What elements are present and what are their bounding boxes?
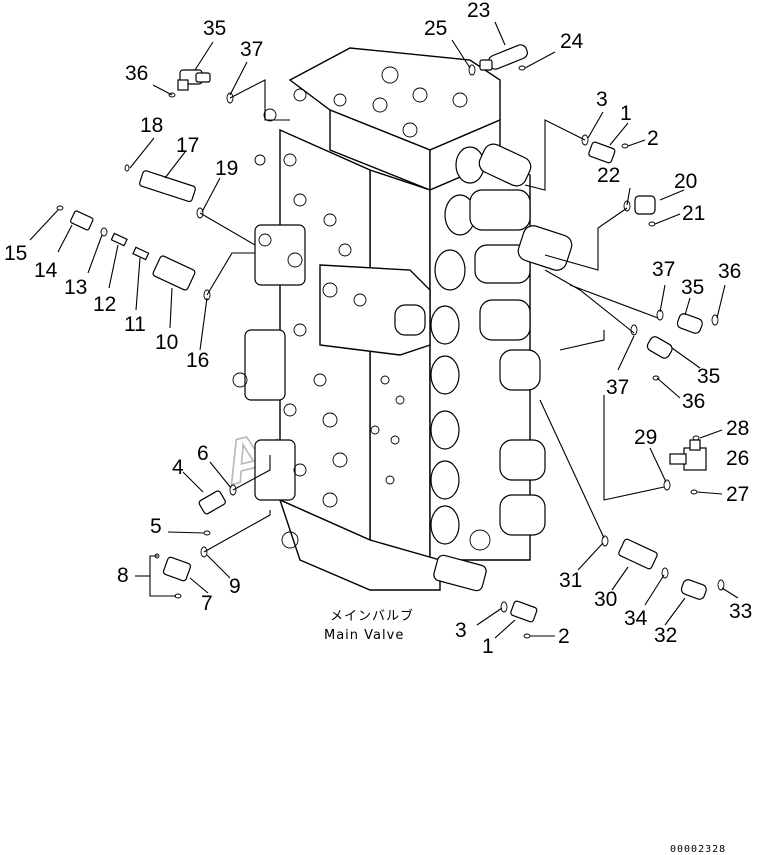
callout-18: 18 xyxy=(140,114,163,137)
callout-23: 23 xyxy=(467,0,490,22)
callout-10: 10 xyxy=(155,331,178,354)
callout-17: 17 xyxy=(176,134,199,157)
callout-20: 20 xyxy=(674,170,697,193)
callout-15: 15 xyxy=(4,242,27,265)
callout-6: 6 xyxy=(197,442,209,465)
callout-25: 25 xyxy=(424,17,447,40)
callout-1-top: 1 xyxy=(620,102,632,125)
callout-35-right-b: 35 xyxy=(697,365,720,388)
callout-4: 4 xyxy=(172,456,184,479)
callout-31: 31 xyxy=(559,569,582,592)
callout-35-right-a: 35 xyxy=(681,276,704,299)
callout-37-right: 37 xyxy=(652,258,675,281)
callout-36-right-a: 36 xyxy=(718,260,741,283)
callout-3-top: 3 xyxy=(596,88,608,111)
callout-3-bottom: 3 xyxy=(455,619,467,642)
callout-labels: 35 36 37 25 23 24 3 1 2 18 17 19 22 20 2… xyxy=(4,0,752,658)
callout-9: 9 xyxy=(229,575,241,598)
callout-27: 27 xyxy=(726,483,749,506)
caption-japanese: メインバルブ xyxy=(330,608,414,624)
main-valve-assembly xyxy=(232,47,573,592)
callout-11: 11 xyxy=(124,313,146,336)
callout-13: 13 xyxy=(64,276,87,299)
callout-8: 8 xyxy=(117,564,129,587)
document-number: 00002328 xyxy=(670,844,726,855)
callout-5: 5 xyxy=(150,515,162,538)
callout-37-top: 37 xyxy=(240,38,263,61)
callout-21: 21 xyxy=(682,202,705,225)
callout-30: 30 xyxy=(594,588,617,611)
callout-14: 14 xyxy=(34,259,58,282)
callout-12: 12 xyxy=(93,293,116,316)
callout-29: 29 xyxy=(634,426,657,449)
callout-35-top: 35 xyxy=(203,17,226,40)
callout-22: 22 xyxy=(597,164,620,187)
callout-2-top: 2 xyxy=(647,127,659,150)
callout-34: 34 xyxy=(624,607,648,630)
leader-lines xyxy=(29,21,739,639)
callout-2-bottom: 2 xyxy=(558,625,570,648)
caption-english: Main Valve xyxy=(324,628,404,643)
callout-28: 28 xyxy=(726,417,749,440)
callout-7: 7 xyxy=(201,592,213,615)
callout-37-right-b: 37 xyxy=(606,376,629,399)
loose-parts xyxy=(56,44,725,639)
callout-1-bottom: 1 xyxy=(482,635,494,658)
callout-19: 19 xyxy=(215,157,238,180)
callout-33: 33 xyxy=(729,600,752,623)
callout-16: 16 xyxy=(186,349,209,372)
callout-36-top: 36 xyxy=(125,62,148,85)
callout-36-right-b: 36 xyxy=(682,390,705,413)
callout-26: 26 xyxy=(726,447,749,470)
callout-32: 32 xyxy=(654,624,677,647)
callout-24: 24 xyxy=(560,30,584,53)
